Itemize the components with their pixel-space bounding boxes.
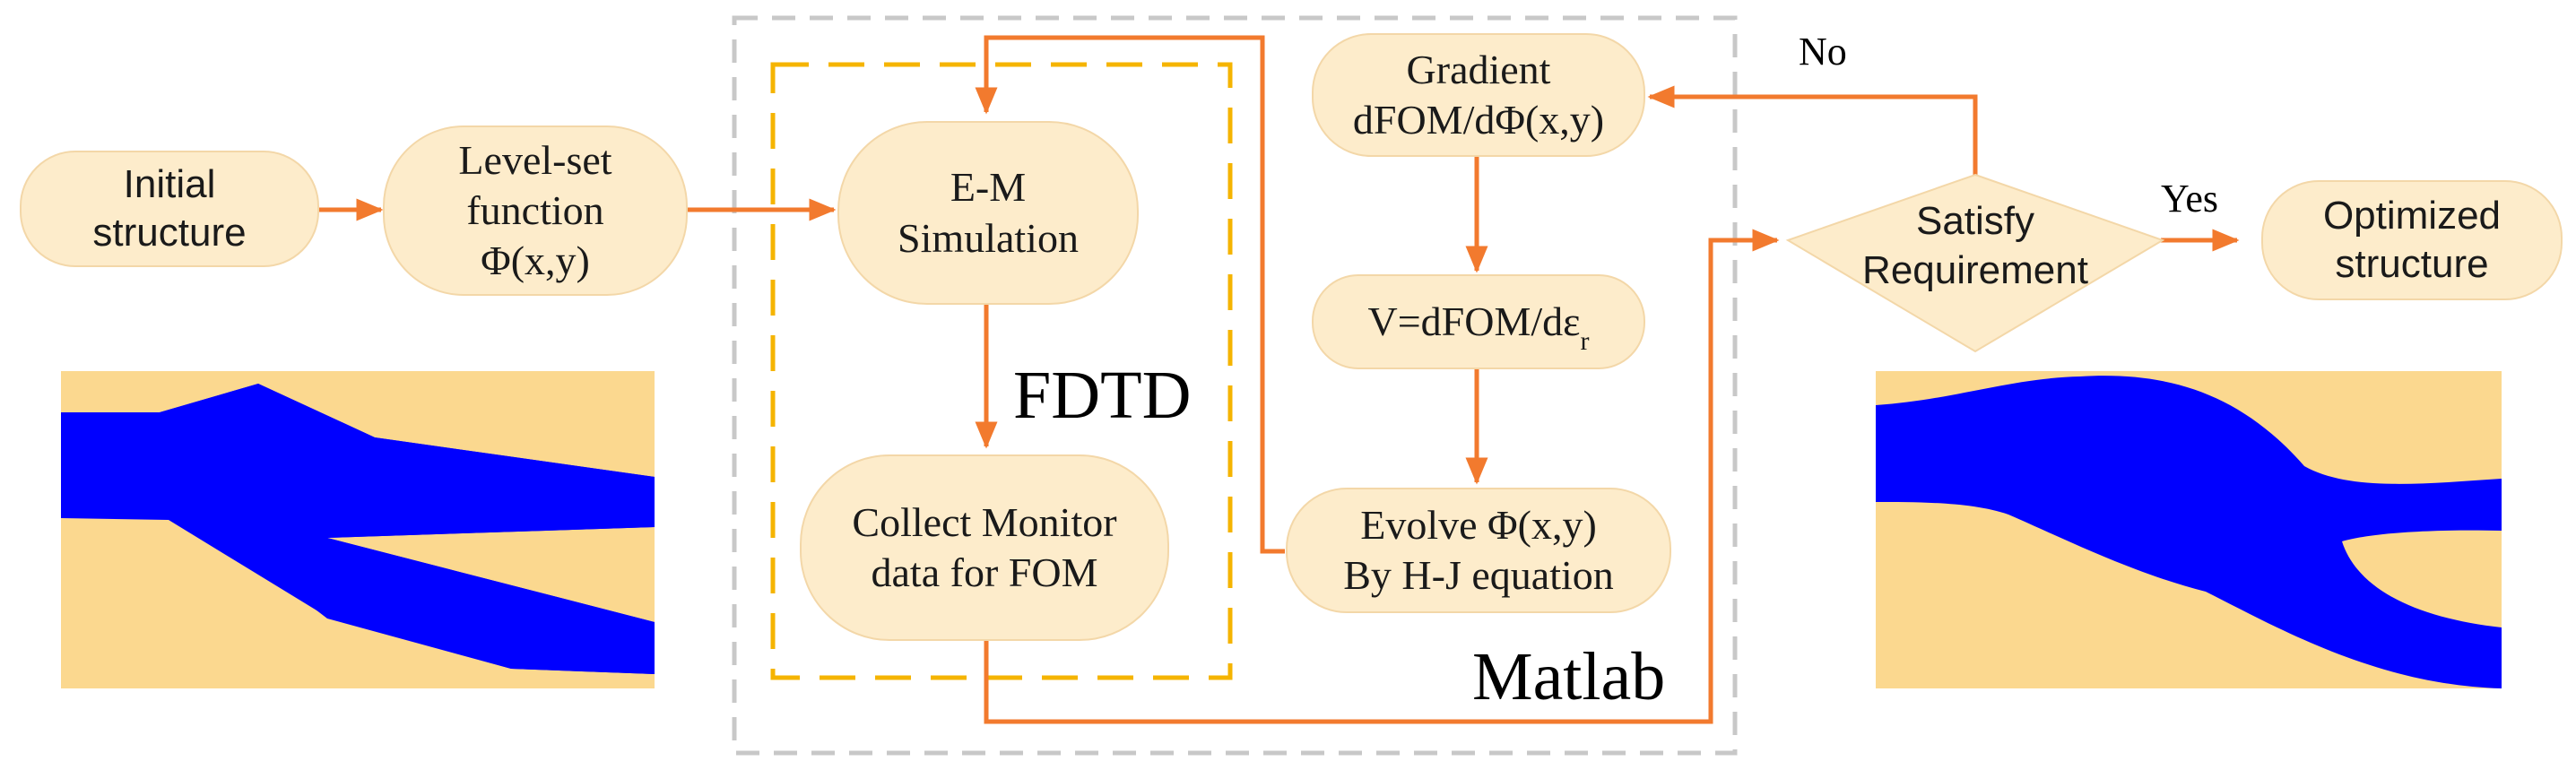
node-gradient: Gradient dFOM/dΦ(x,y) bbox=[1312, 33, 1645, 157]
levelset-line3: Φ(x,y) bbox=[481, 238, 590, 284]
satisfy-diamond bbox=[1785, 173, 2165, 353]
initial-line1: Initial bbox=[123, 162, 216, 207]
matlab-region bbox=[732, 15, 1738, 756]
levelset-line2: function bbox=[466, 186, 604, 233]
connectors bbox=[318, 35, 2240, 724]
satisfy-line2: Requirement bbox=[1862, 248, 2088, 292]
no-label: No bbox=[1799, 30, 1847, 74]
evolve-line1: Evolve Φ(x,y) bbox=[1360, 501, 1597, 548]
node-level-set-function: Level-set function Φ(x,y) bbox=[383, 125, 688, 296]
yes-label: Yes bbox=[2161, 177, 2219, 221]
collect-line2: data for FOM bbox=[871, 549, 1098, 595]
optimized-structure-image bbox=[1876, 371, 2502, 688]
levelset-line1: Level-set bbox=[458, 136, 612, 183]
optimized-line2: structure bbox=[2335, 242, 2489, 286]
evolve-line2: By H-J equation bbox=[1343, 552, 1614, 598]
optimized-waveguide bbox=[1876, 376, 2502, 688]
node-collect-monitor: Collect Monitor data for FOM bbox=[800, 454, 1169, 641]
satisfy-line1: Satisfy bbox=[1915, 199, 2035, 243]
fdtd-region bbox=[770, 62, 1233, 680]
arrow-evolve-to-em bbox=[975, 35, 1285, 554]
v-text: V=dFOM/dε bbox=[1367, 298, 1581, 344]
em-line2: Simulation bbox=[898, 214, 1079, 261]
collect-line1: Collect Monitor bbox=[852, 498, 1117, 545]
gradient-line2: dFOM/dΦ(x,y) bbox=[1352, 97, 1605, 143]
arrow-collect-to-satisfy bbox=[984, 229, 1780, 724]
initial-structure-image bbox=[61, 371, 655, 688]
em-line1: E-M bbox=[950, 164, 1027, 211]
satisfy-label: Satisfy Requirement bbox=[1829, 184, 2121, 307]
node-initial-structure: Initial structure bbox=[20, 151, 319, 267]
arrow-no-to-gradient bbox=[1647, 85, 1978, 175]
node-em-simulation: E-M Simulation bbox=[837, 121, 1139, 305]
node-optimized-structure: Optimized structure bbox=[2261, 180, 2563, 300]
initial-line2: structure bbox=[92, 211, 247, 255]
optimized-line1: Optimized bbox=[2322, 194, 2502, 238]
matlab-label: Matlab bbox=[1472, 639, 1666, 714]
fdtd-label: FDTD bbox=[1013, 358, 1192, 433]
node-evolve: Evolve Φ(x,y) By H-J equation bbox=[1286, 488, 1671, 613]
v-subscript: r bbox=[1580, 326, 1590, 357]
gradient-line1: Gradient bbox=[1406, 46, 1551, 92]
